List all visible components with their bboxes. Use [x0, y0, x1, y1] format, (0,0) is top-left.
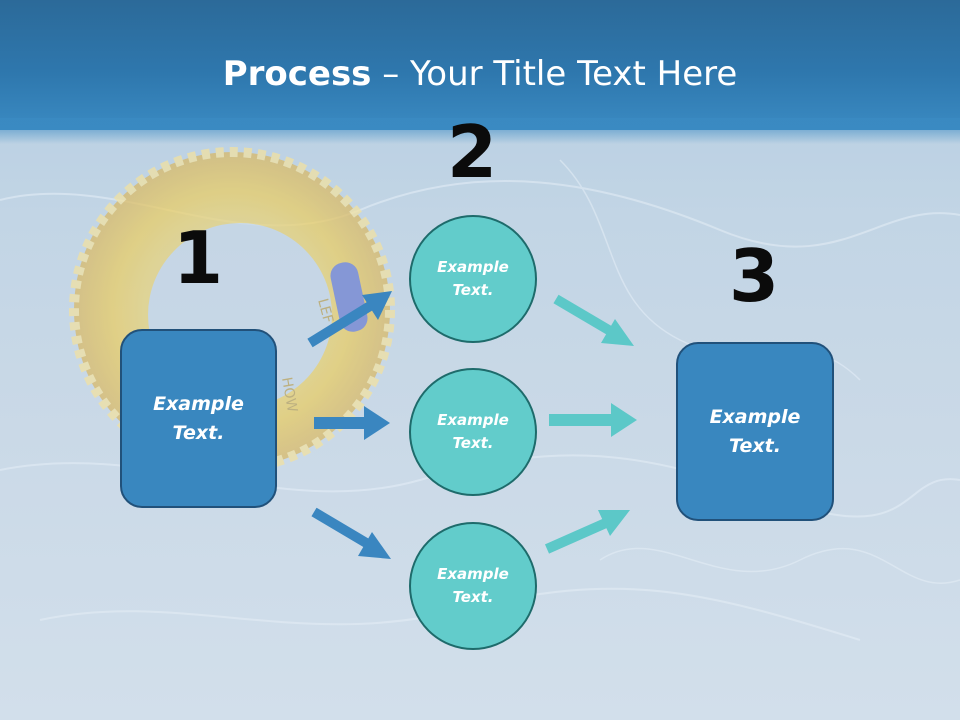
step-number-3: 3	[728, 234, 780, 318]
arrow-1-to-middle	[314, 406, 390, 440]
arrow-middle-to-3	[549, 403, 637, 437]
step-2-text-middle: Example Text.	[437, 411, 509, 452]
step-2-circle-middle: Example Text.	[409, 368, 537, 496]
title-bar	[0, 0, 960, 130]
arrow-1-to-top	[307, 291, 392, 348]
step-1-text: Example Text.	[153, 392, 244, 444]
title-rest: – Your Title Text Here	[371, 54, 738, 94]
step-3-text: Example Text.	[709, 405, 801, 457]
arrow-1-to-bottom	[311, 507, 391, 559]
step-2-text-bottom: Example Text.	[437, 565, 509, 606]
arrow-bottom-to-3	[544, 510, 630, 554]
step-1-box: Example Text.	[120, 329, 277, 508]
arrow-top-to-3	[553, 294, 634, 346]
slide-title: Process – Your Title Text Here	[0, 52, 960, 96]
step-number-1: 1	[172, 216, 224, 300]
step-2-circle-bottom: Example Text.	[409, 522, 537, 650]
svg-text:LEF: LEF	[314, 297, 336, 325]
step-3-box: Example Text.	[676, 342, 834, 521]
title-bar-fade	[0, 118, 960, 144]
svg-text:HOW: HOW	[278, 376, 300, 414]
step-2-text-top: Example Text.	[437, 258, 509, 299]
title-bold: Process	[222, 54, 372, 94]
step-2-circle-top: Example Text.	[409, 215, 537, 343]
step-number-2: 2	[446, 110, 498, 194]
